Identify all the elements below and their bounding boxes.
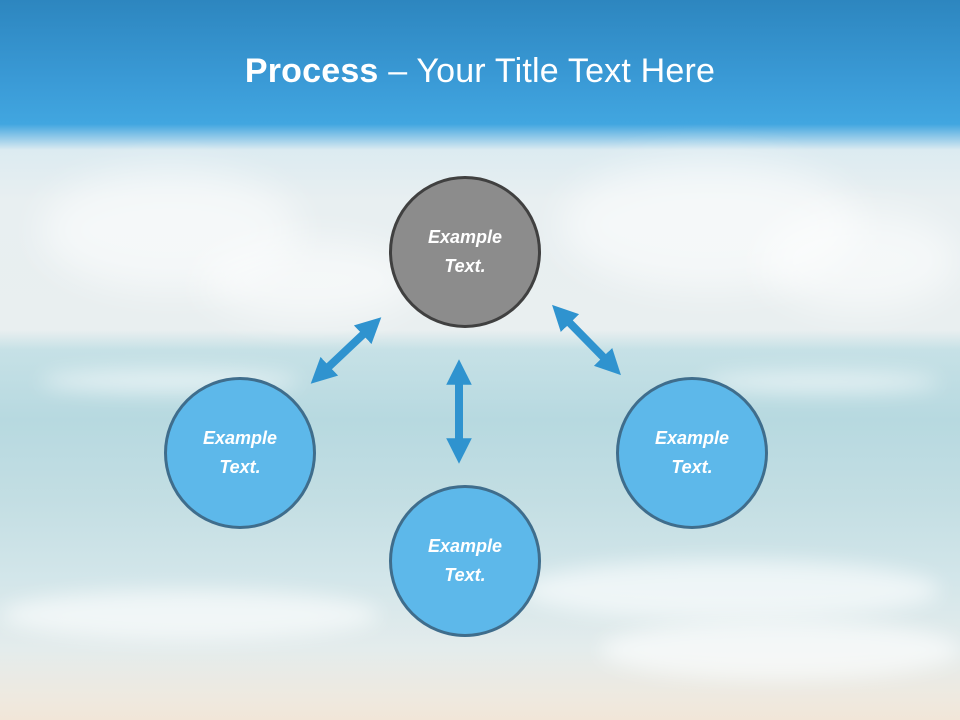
title-rest-text: – Your Title Text Here (378, 52, 716, 90)
process-node-left: Example Text. (164, 377, 316, 529)
arrow-top-right (552, 304, 621, 376)
node-left-label: Example Text. (202, 428, 278, 477)
slide-title: Process – Your Title Text Here (0, 52, 960, 91)
arrow-top-left (310, 317, 382, 384)
node-top-label: Example Text. (427, 227, 503, 276)
node-right-label: Example Text. (654, 428, 730, 477)
process-node-bottom: Example Text. (389, 485, 541, 637)
process-node-right: Example Text. (616, 377, 768, 529)
node-bottom-label: Example Text. (427, 536, 503, 585)
process-node-top: Example Text. (389, 176, 541, 328)
title-bold-text: Process (244, 52, 379, 90)
